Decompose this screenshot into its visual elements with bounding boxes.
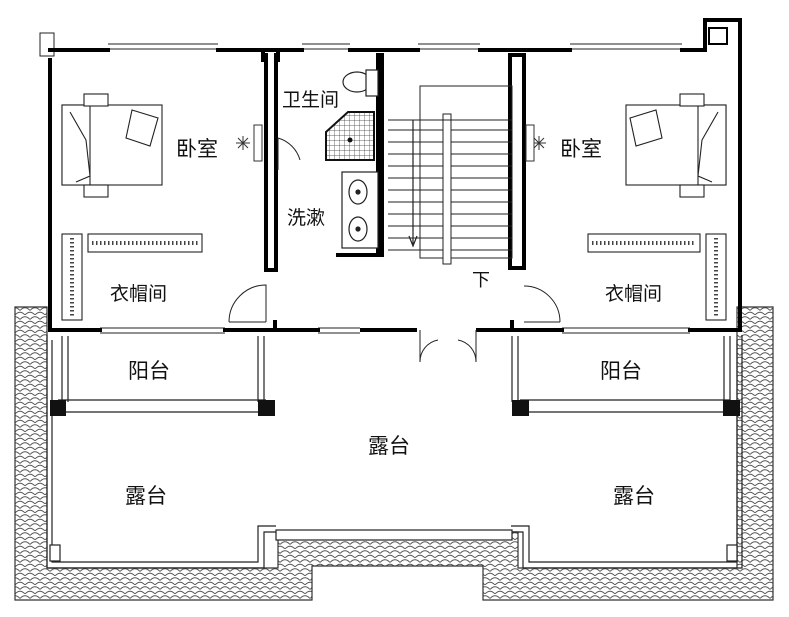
terrace-parapet [46, 335, 743, 569]
label-terrace-left: 露台 [125, 484, 167, 508]
door-swing-icon [228, 137, 561, 363]
wardrobe-icon [61, 233, 203, 321]
label-bedroom-left: 卧室 [176, 137, 218, 161]
label-terrace-right: 露台 [613, 484, 655, 508]
column [50, 400, 740, 416]
wardrobe-icon [587, 233, 727, 321]
label-balcony-left: 阳台 [128, 359, 170, 383]
label-bathroom: 卫生间 [282, 89, 339, 111]
window [39, 32, 690, 334]
label-terrace-center: 露台 [368, 434, 410, 458]
sink-icon [341, 171, 379, 249]
wall [48, 18, 742, 332]
label-stair-down: 下 [472, 270, 490, 291]
stair-icon [388, 85, 513, 265]
light-fixture-icon [236, 124, 546, 162]
toilet-icon [342, 69, 379, 97]
label-bedroom-right: 卧室 [560, 137, 602, 161]
label-closet-right: 衣帽间 [605, 283, 662, 305]
balcony-railing [58, 336, 731, 413]
label-washroom: 洗漱 [287, 207, 325, 229]
label-balcony-right: 阳台 [600, 359, 642, 383]
bed-icon [61, 93, 163, 198]
shower-icon [325, 111, 375, 161]
bed-icon [625, 93, 727, 198]
label-closet-left: 衣帽间 [110, 283, 167, 305]
